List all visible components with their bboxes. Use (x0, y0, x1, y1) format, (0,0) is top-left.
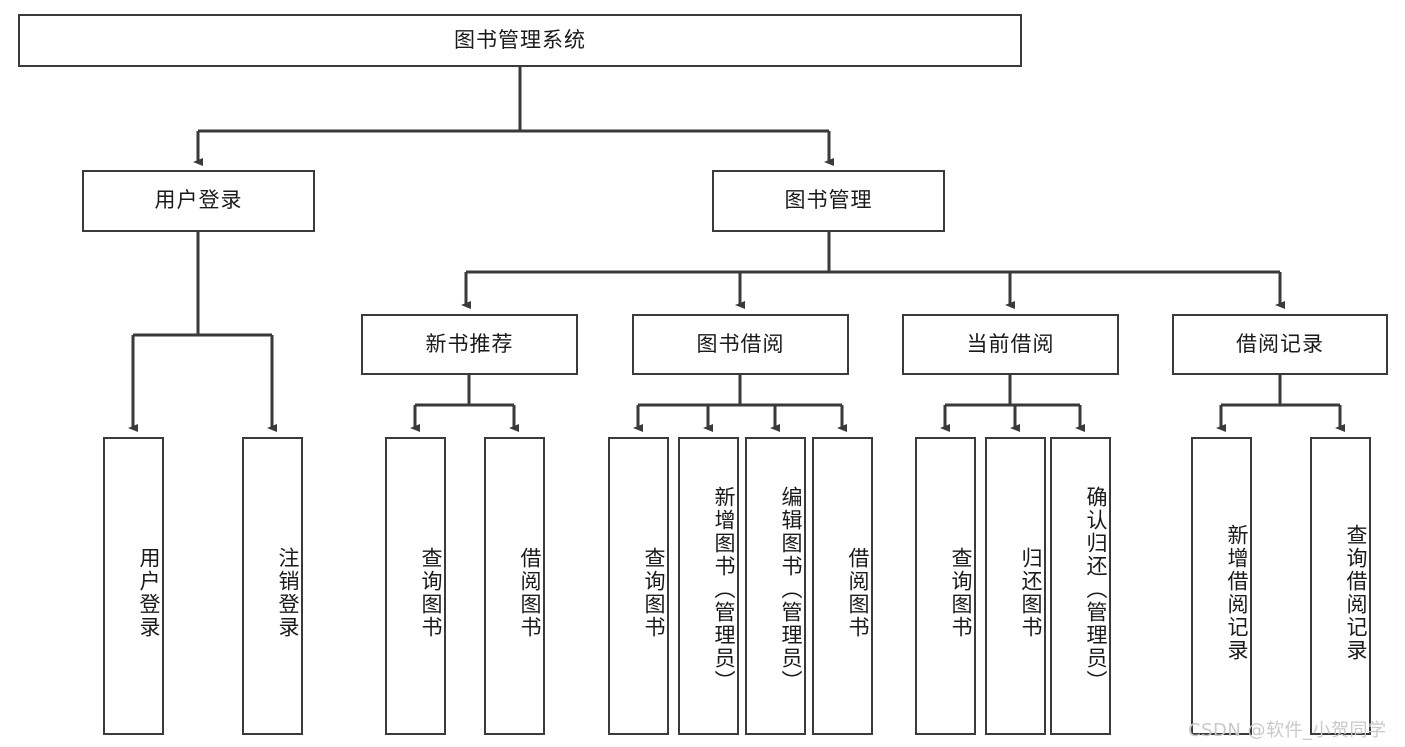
node-user-login[interactable]: 用户登录 (82, 170, 315, 232)
leaf-query-book-current[interactable]: 查询图书 (915, 437, 976, 735)
node-book-borrow[interactable]: 图书借阅 (632, 314, 849, 375)
node-borrow-record[interactable]: 借阅记录 (1172, 314, 1388, 375)
leaf-query-book-recommend[interactable]: 查询图书 (385, 437, 446, 735)
leaf-edit-book-admin[interactable]: 编辑图书（管理员） (745, 437, 806, 735)
leaf-return-book[interactable]: 归还图书 (985, 437, 1046, 735)
leaf-confirm-return-admin[interactable]: 确认归还（管理员） (1050, 437, 1111, 735)
leaf-borrow-book[interactable]: 借阅图书 (812, 437, 873, 735)
csdn-watermark: CSDN @软件_小贺同学 (1188, 720, 1387, 741)
leaf-query-book-borrow[interactable]: 查询图书 (608, 437, 669, 735)
leaf-logout-login[interactable]: 注销登录 (242, 437, 303, 735)
node-book-manage[interactable]: 图书管理 (712, 170, 945, 232)
node-root[interactable]: 图书管理系统 (18, 14, 1022, 67)
node-current-borrow[interactable]: 当前借阅 (902, 314, 1119, 375)
leaf-add-book-admin[interactable]: 新增图书（管理员） (678, 437, 739, 735)
leaf-borrow-book-recommend[interactable]: 借阅图书 (484, 437, 545, 735)
leaf-query-borrow-record[interactable]: 查询借阅记录 (1310, 437, 1371, 735)
leaf-user-login[interactable]: 用户登录 (103, 437, 164, 735)
leaf-add-borrow-record[interactable]: 新增借阅记录 (1191, 437, 1252, 735)
node-new-book-recommend[interactable]: 新书推荐 (361, 314, 578, 375)
